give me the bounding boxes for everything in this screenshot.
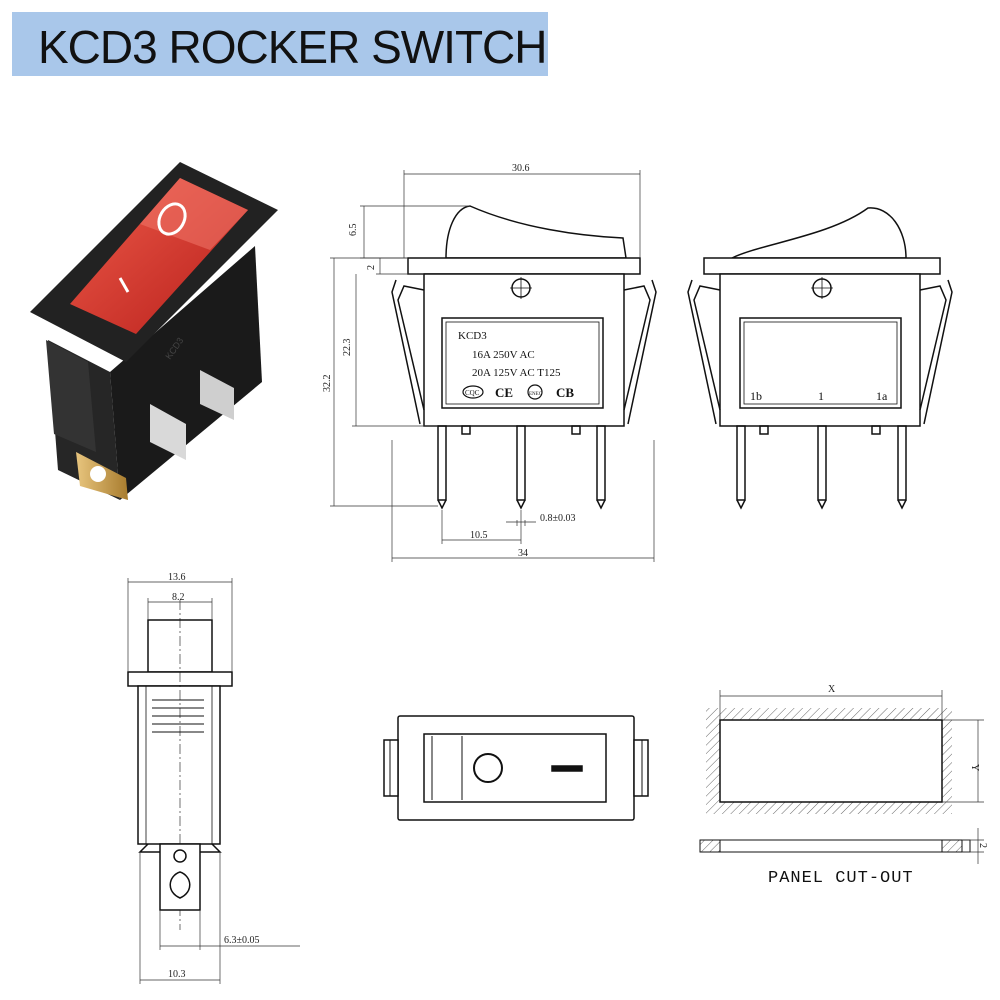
page-title: KCD3 ROCKER SWITCH — [38, 21, 547, 73]
front-view-dimension-lines — [330, 170, 655, 562]
cqc-mark-icon — [462, 385, 484, 399]
switch-photo: KCD3 — [30, 162, 278, 500]
cutout-caption: PANEL CUT-OUT — [768, 869, 914, 888]
dim-10-3: 10.3 — [168, 969, 186, 980]
cert-cb: CB — [556, 385, 574, 400]
terminal-1 — [150, 404, 186, 460]
label-model: KCD3 — [458, 330, 487, 342]
label-rating-2: 20A 125V AC T125 — [472, 367, 561, 379]
enec-mark-icon — [527, 384, 543, 400]
terminal-label-1b: 1b — [750, 389, 762, 403]
dim-32-2: 32.2 — [322, 375, 333, 393]
cert-enec: ENEC — [529, 392, 543, 397]
cert-marks: CQC CE ENEC CB — [462, 384, 574, 400]
label-rating-1: 16A 250V AC — [472, 349, 535, 361]
cutout-dimension-lines — [719, 690, 984, 864]
dim-0-8: 0.8±0.03 — [540, 513, 576, 524]
top-view — [383, 715, 649, 821]
dim-2: 2 — [366, 265, 377, 270]
dim-6-5: 6.5 — [348, 224, 359, 237]
rear-view — [687, 207, 953, 510]
title-banner: KCD3 ROCKER SWITCH — [12, 12, 548, 76]
dim-10-5: 10.5 — [470, 530, 488, 541]
dim-x: X — [828, 684, 836, 695]
cert-ce: CE — [495, 385, 513, 400]
cert-cqc: CQC — [465, 389, 480, 397]
off-symbol — [157, 202, 187, 236]
side-view-dimension-lines — [127, 578, 300, 984]
dim-34: 34 — [518, 548, 528, 559]
dim-8-2: 8.2 — [172, 592, 185, 603]
panel-cutout — [699, 708, 971, 853]
terminal-label-1: 1 — [818, 389, 824, 403]
front-view — [391, 205, 657, 510]
dim-6-3: 6.3±0.05 — [224, 935, 260, 946]
dim-13-6: 13.6 — [168, 572, 186, 583]
dim-22-3: 22.3 — [342, 339, 353, 357]
terminal-1a — [200, 370, 234, 420]
side-view — [127, 600, 233, 930]
terminal-label-1a: 1a — [876, 389, 888, 403]
dim-y: Y — [969, 764, 980, 771]
dim-thickness: 2 — [977, 843, 988, 848]
on-symbol — [118, 277, 130, 293]
dim-30-6: 30.6 — [512, 163, 530, 174]
